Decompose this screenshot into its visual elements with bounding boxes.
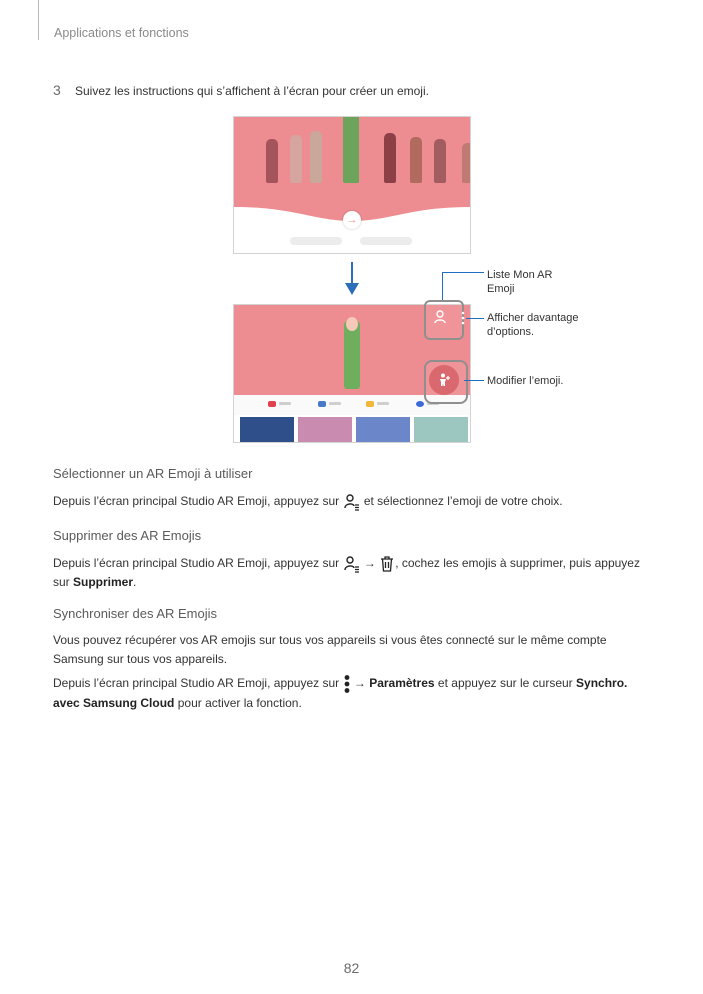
paragraph-text: Depuis l’écran principal Studio AR Emoji…	[53, 494, 340, 508]
tab-label	[279, 402, 291, 405]
person-list-icon[interactable]	[433, 309, 449, 325]
tab-icon[interactable]	[416, 401, 424, 407]
tab-icon[interactable]	[366, 401, 374, 407]
avatar-figure	[290, 135, 302, 183]
paragraph-text: Depuis l’écran principal Studio AR Emoji…	[53, 556, 340, 570]
emoji-thumbnail[interactable]	[240, 417, 294, 442]
callout-line	[442, 272, 443, 300]
step-number: 3	[53, 82, 61, 98]
section-paragraph: Depuis l’écran principal Studio AR Emoji…	[53, 554, 653, 592]
page-number: 82	[343, 960, 360, 976]
my-ar-emoji-list-highlight	[424, 300, 464, 340]
arrow-glyph: →	[353, 676, 366, 691]
bottom-option[interactable]	[290, 237, 342, 245]
more-options-icon[interactable]	[461, 311, 465, 325]
avatar-figure	[310, 131, 322, 183]
section-header: Applications et fonctions	[54, 26, 189, 40]
paragraph-text: sur	[53, 575, 70, 589]
section-paragraph: Depuis l’écran principal Studio AR Emoji…	[53, 674, 643, 713]
down-arrow-line	[351, 262, 353, 286]
edit-figure-icon	[440, 373, 450, 386]
next-arrow-button[interactable]: →	[343, 211, 361, 229]
avatar-figure	[266, 139, 278, 183]
paragraph-text: et appuyez sur le curseur	[437, 676, 573, 691]
person-list-icon	[343, 494, 359, 511]
tab-icon[interactable]	[268, 401, 276, 407]
section-paragraph: Depuis l’écran principal Studio AR Emoji…	[53, 492, 653, 511]
more-options-icon	[344, 675, 349, 693]
avatar-figure	[434, 139, 446, 183]
bold-term: Paramètres	[369, 676, 435, 691]
avatar-figure-selected	[343, 117, 359, 183]
avatar-figure	[344, 319, 360, 389]
emoji-thumbnail[interactable]	[414, 417, 468, 442]
section-title: Supprimer des AR Emojis	[53, 528, 202, 543]
emoji-create-screenshot: →	[233, 116, 471, 254]
paragraph-text: Depuis l’écran principal Studio AR Emoji…	[53, 676, 340, 691]
paragraph-text: pour activer la fonction.	[177, 696, 302, 710]
callout-line	[442, 272, 484, 273]
bold-term: Synchro. avec Samsung Cloud	[53, 676, 628, 710]
down-arrow-icon	[345, 283, 359, 295]
avatar-figure	[384, 133, 396, 183]
section-paragraph: Vous pouvez récupérer vos AR emojis sur …	[53, 633, 607, 666]
category-tabs	[234, 395, 470, 415]
section-title: Synchroniser des AR Emojis	[53, 606, 218, 621]
emoji-thumbnail[interactable]	[356, 417, 410, 442]
bold-term: Supprimer	[73, 575, 134, 589]
avatar-figure	[410, 137, 422, 183]
tab-label	[329, 402, 341, 405]
callout-line	[466, 318, 484, 319]
paragraph-text: et sélectionnez l’emoji de votre choix.	[363, 494, 563, 508]
callout-more-options: Afficher davantage d’options.	[487, 312, 579, 338]
paragraph-text: .	[133, 575, 137, 589]
callout-my-ar-emoji-list: Liste Mon AR Emoji	[487, 269, 553, 295]
callout-edit-emoji: Modifier l’emoji.	[487, 375, 564, 387]
header-rule	[38, 0, 39, 40]
step-instruction: Suivez les instructions qui s’affichent …	[75, 84, 429, 98]
emoji-thumbnail[interactable]	[298, 417, 352, 442]
trash-icon	[381, 556, 394, 572]
avatar-figure	[462, 143, 470, 183]
arrow-glyph: →	[363, 556, 376, 570]
bottom-option[interactable]	[360, 237, 412, 245]
person-list-icon	[343, 556, 359, 573]
tab-icon[interactable]	[318, 401, 326, 407]
studio-main-screenshot	[233, 304, 471, 443]
avatar-head	[346, 317, 358, 331]
tab-label	[377, 402, 389, 405]
callout-line	[464, 380, 484, 381]
paragraph-text: , cochez les emojis à supprimer, puis ap…	[395, 556, 640, 570]
section-title: Sélectionner un AR Emoji à utiliser	[53, 466, 253, 481]
